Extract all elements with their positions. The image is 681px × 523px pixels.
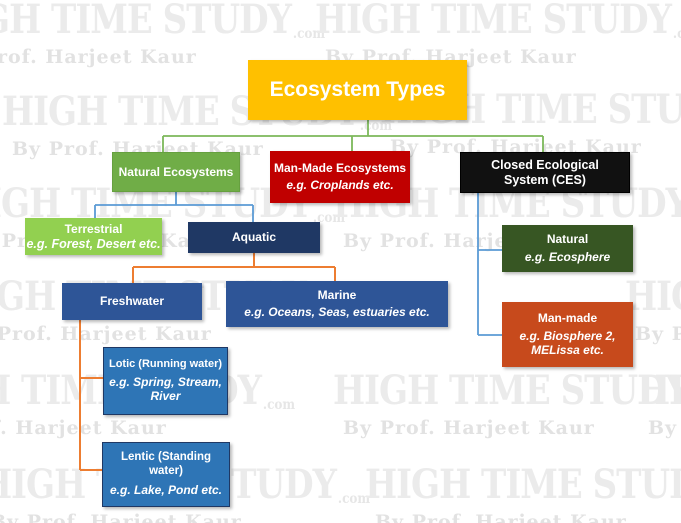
node-lentic-label: Lentic (Standing water) bbox=[120, 451, 212, 478]
node-freshwater: Freshwater bbox=[62, 283, 202, 320]
connector-aquatic-to-children bbox=[132, 253, 336, 283]
node-lotic: Lotic (Running water) e.g. Spring, Strea… bbox=[103, 347, 228, 415]
node-freshwater-label: Freshwater bbox=[99, 294, 165, 309]
connector-freshwater-to-children bbox=[79, 320, 103, 471]
connector-natural-to-children bbox=[94, 192, 254, 222]
node-aquatic-label: Aquatic bbox=[231, 230, 276, 245]
node-terrestrial-example: e.g. Forest, Desert etc. bbox=[26, 237, 161, 251]
node-ces-natural: Natural e.g. Ecosphere bbox=[502, 225, 633, 272]
node-man-made-ecosystems-example: e.g. Croplands etc. bbox=[286, 177, 394, 192]
node-ecosystem-types-label: Ecosystem Types bbox=[269, 78, 446, 102]
node-lotic-label: Lotic (Running water) bbox=[108, 358, 223, 371]
node-ces-natural-example: e.g. Ecosphere bbox=[524, 249, 611, 264]
node-marine-example: e.g. Oceans, Seas, estuaries etc. bbox=[244, 304, 430, 319]
node-closed-ecological-system-label: Closed Ecological System (CES) bbox=[491, 157, 599, 187]
node-closed-ecological-system: Closed Ecological System (CES) bbox=[460, 152, 630, 193]
node-terrestrial: Terrestrial e.g. Forest, Desert etc. bbox=[25, 218, 162, 255]
node-natural-ecosystems: Natural Ecosystems bbox=[112, 152, 240, 192]
node-ecosystem-types: Ecosystem Types bbox=[248, 60, 467, 120]
node-lentic: Lentic (Standing water) e.g. Lake, Pond … bbox=[102, 442, 230, 507]
node-man-made-ecosystems-label: Man-Made Ecosystems bbox=[273, 161, 407, 176]
node-ces-man-made-label: Man-made bbox=[537, 311, 598, 325]
node-ces-man-made-example: e.g. Biosphere 2, MELissa etc. bbox=[519, 329, 616, 358]
node-lentic-example: e.g. Lake, Pond etc. bbox=[109, 482, 223, 497]
node-ces-man-made: Man-made e.g. Biosphere 2, MELissa etc. bbox=[502, 302, 633, 367]
node-terrestrial-label: Terrestrial bbox=[64, 221, 123, 236]
node-ces-natural-label: Natural bbox=[546, 232, 589, 247]
node-man-made-ecosystems: Man-Made Ecosystems e.g. Croplands etc. bbox=[270, 151, 410, 203]
node-natural-ecosystems-label: Natural Ecosystems bbox=[118, 164, 234, 179]
node-marine-label: Marine bbox=[317, 288, 357, 303]
node-marine: Marine e.g. Oceans, Seas, estuaries etc. bbox=[226, 281, 448, 327]
node-lotic-example: e.g. Spring, Stream, River bbox=[109, 375, 222, 404]
connector-root-to-level2 bbox=[162, 120, 544, 152]
connector-ces-to-children bbox=[477, 193, 502, 336]
node-aquatic: Aquatic bbox=[188, 222, 320, 253]
